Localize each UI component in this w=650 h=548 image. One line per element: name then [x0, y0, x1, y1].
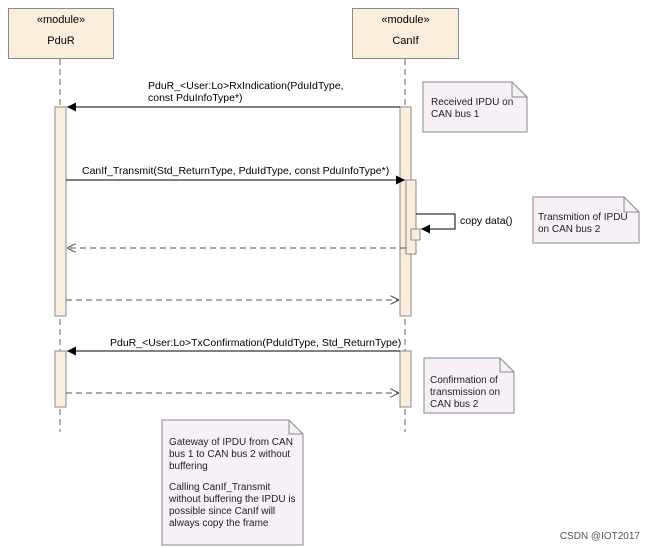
pdur-stereotype: «module» [36, 14, 86, 26]
lifeline-pdur-box: «module» PduR [8, 8, 114, 59]
canif-name: CanIf [392, 35, 419, 47]
note-received-shape [422, 81, 528, 133]
copy-data-arrow [416, 213, 456, 234]
note-gateway-text: Gateway of IPDU from CAN bus 1 to CAN bu… [169, 437, 296, 529]
canif-stereotype: «module» [381, 14, 430, 26]
copy-data-label: copy data() [460, 215, 513, 227]
tx-confirmation-label: PduR_<User:Lo>TxConfirmation(PduIdType, … [110, 337, 402, 349]
note-transmition-text: Transmition of IPDU on CAN bus 2 [538, 212, 628, 235]
note-gateway-shape [161, 419, 304, 546]
canif-activation-4 [399, 350, 412, 408]
pdur-activation-2 [54, 350, 67, 408]
canif-transmit-label: CanIf_Transmit(Std_ReturnType, PduIdType… [82, 165, 390, 177]
note-received-text: Received IPDU on CAN bus 1 [431, 97, 514, 120]
rx-indication-label-line1: PduR_<User:Lo>RxIndication(PduIdType, [148, 80, 344, 92]
lifeline-canif-box: «module» CanIf [352, 8, 459, 59]
note-transmition-shape [532, 196, 640, 244]
rx-indication-label-line2: const PduInfoType*) [148, 92, 243, 104]
canif-activation-2 [405, 179, 417, 255]
pdur-name: PduR [47, 35, 75, 47]
pdur-activation-1 [54, 106, 67, 317]
note-confirmation-text: Confirmation of transmission on CAN bus … [430, 375, 501, 410]
watermark: CSDN @IOT2017 [559, 531, 640, 542]
canif-activation-3 [410, 228, 421, 241]
note-confirmation-shape [423, 357, 515, 414]
